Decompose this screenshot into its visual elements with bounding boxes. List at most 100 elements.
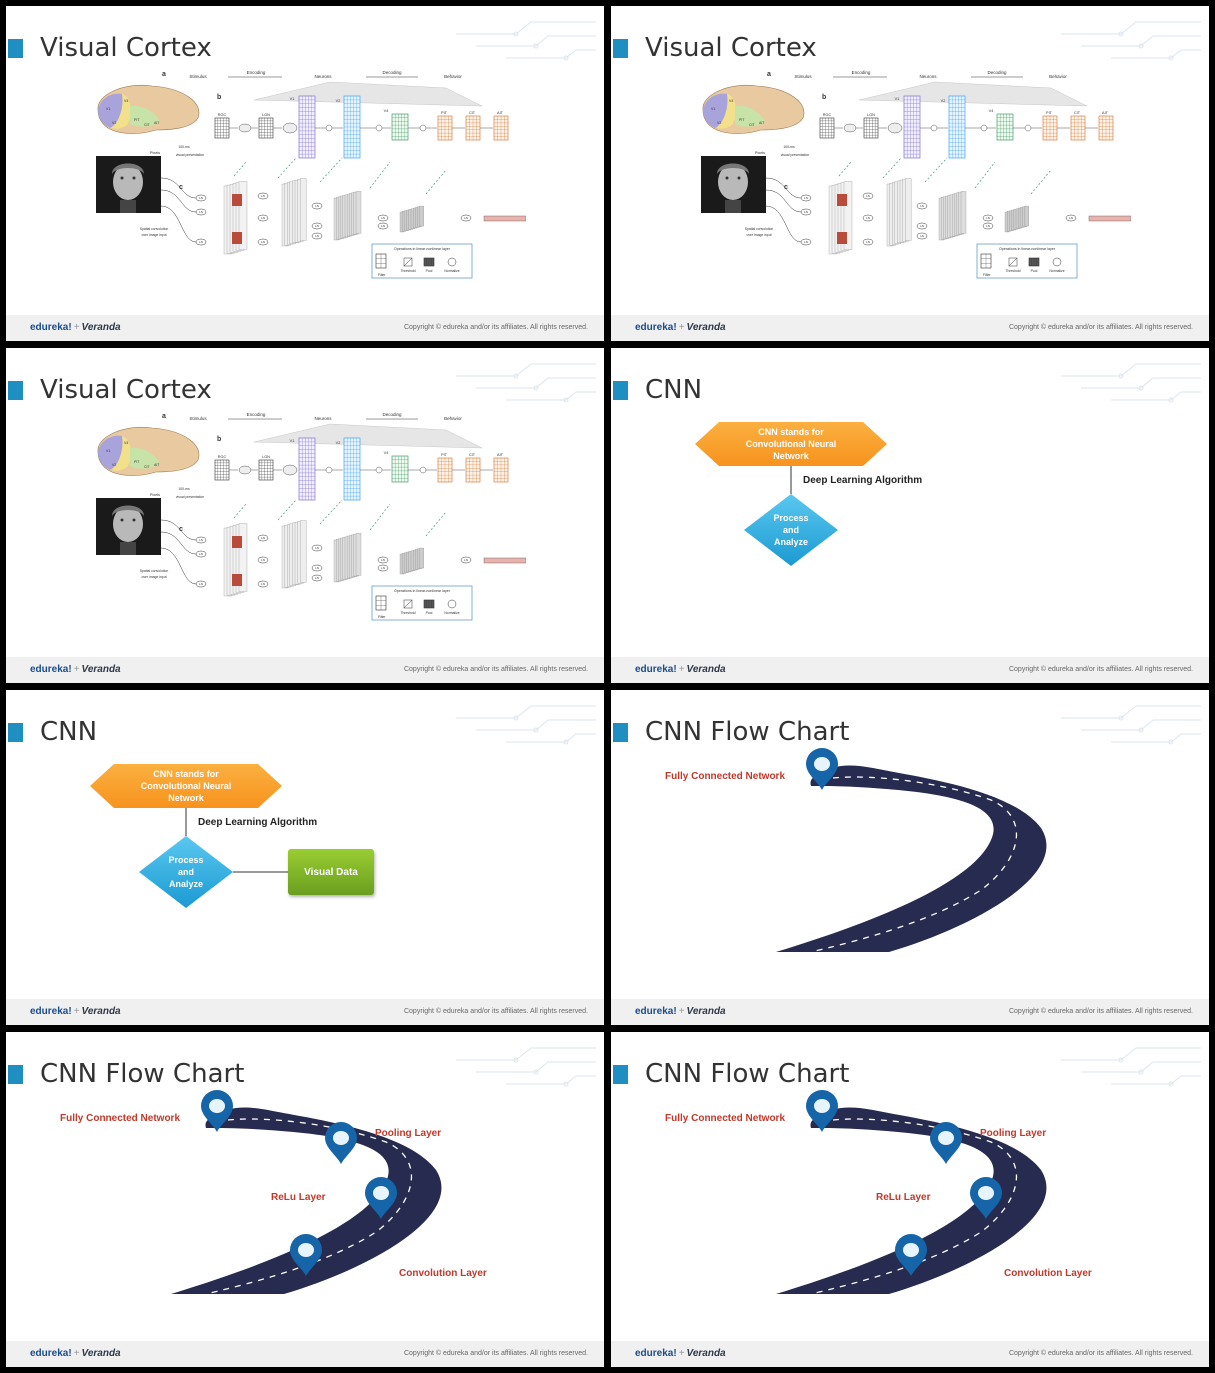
hexagon-label: CNN stands for Convolutional Neural Netw…	[745, 427, 837, 461]
sum-node-icon	[419, 466, 427, 474]
output-vector-icon	[483, 557, 526, 564]
ait-grid-icon	[1098, 115, 1114, 141]
ln-label: LN	[804, 196, 808, 200]
brand-logo: edureka!+Veranda	[30, 664, 121, 675]
presentation-label: 100-ms	[783, 145, 795, 149]
decoding-label: Decoding	[382, 412, 402, 417]
stimulus-label: Stimulus	[794, 74, 812, 79]
slide-flow-chart-1[interactable]: CNN Flow Chart Fully Connected Network e…	[611, 690, 1209, 1025]
pool-label: Pool	[426, 611, 433, 615]
output-vector-icon	[1088, 215, 1131, 222]
brain-cit-label: CIT	[749, 123, 756, 127]
slide-flow-chart-3[interactable]: CNN Flow Chart Fully Connected Network P…	[611, 1032, 1209, 1367]
cit-grid-icon	[465, 115, 481, 141]
kernel-highlight	[232, 574, 242, 586]
lgn-grid-icon	[258, 117, 274, 139]
ln-node-icon	[460, 214, 472, 222]
encoding-fan	[253, 423, 483, 449]
cnn-diagram	[90, 764, 288, 908]
lgn-label: LGN	[262, 113, 270, 117]
road-dashes	[810, 776, 1018, 953]
ln-node-icon	[257, 534, 269, 542]
mapping-arrow	[924, 157, 948, 183]
v1-label: V1	[290, 439, 295, 443]
slide-cnn-2[interactable]: CNN CNN stands for Convolutional Neural …	[6, 690, 604, 1025]
label-fully-connected: Fully Connected Network	[665, 1113, 786, 1124]
pool-icon	[423, 599, 435, 609]
conv-layer-3-icon	[938, 191, 967, 241]
ln-node-icon	[257, 556, 269, 564]
road-surface	[171, 1107, 442, 1294]
pool-icon	[1028, 257, 1040, 267]
process-diamond	[139, 836, 233, 908]
encoding-fan	[253, 81, 483, 107]
panel-a-label: a	[767, 71, 771, 78]
pool-label: Pool	[1031, 269, 1038, 273]
slide-cnn-1[interactable]: CNN CNN stands for Convolutional Neural …	[611, 348, 1209, 683]
mapping-arrow	[974, 161, 996, 189]
ln-label: LN	[920, 204, 924, 208]
presentation-label-2: visual presentation	[176, 495, 204, 499]
spatial-label-2: over image input	[746, 233, 771, 237]
ait-label: AIT	[497, 453, 504, 457]
brain-pit-label: PIT	[739, 118, 745, 122]
ln-node-icon	[377, 214, 389, 222]
brain-pit-label: PIT	[134, 460, 140, 464]
portrait-image	[701, 156, 766, 213]
sum-node-icon	[930, 124, 938, 132]
ln-label: LN	[866, 216, 870, 220]
brand-logo: edureka!+Veranda	[635, 664, 726, 675]
slide-footer: edureka!+Veranda Copyright © edureka and…	[6, 1341, 604, 1367]
title-accent-bar	[8, 381, 23, 400]
rgc-label: RGC	[218, 455, 227, 459]
ln-label: LN	[199, 210, 203, 214]
ln-label: LN	[261, 216, 265, 220]
mapping-arrow	[882, 157, 902, 179]
conv-layer-1-icon	[828, 181, 853, 255]
ln-node-icon	[377, 222, 389, 230]
input-line	[765, 189, 802, 213]
slide-title: CNN Flow Chart	[40, 1059, 245, 1089]
ln-label: LN	[199, 552, 203, 556]
conv-layer-1-icon	[223, 181, 248, 255]
brain-v2-label: V2	[112, 463, 116, 467]
brain-v4-label: V4	[729, 99, 733, 103]
spatial-label: Spatial convolution	[140, 569, 169, 573]
v1-grid-icon	[903, 95, 921, 159]
mapping-arrow	[233, 161, 247, 177]
operations-label: Operations in linear-nonlinear layer	[394, 589, 451, 593]
filter-icon	[375, 253, 387, 269]
filter-icon	[375, 595, 387, 611]
mapping-arrow	[369, 503, 391, 531]
ln-label: LN	[199, 538, 203, 542]
slide-title: CNN	[40, 717, 98, 747]
algorithm-label: Deep Learning Algorithm	[198, 817, 318, 828]
pit-grid-icon	[437, 115, 453, 141]
ln-label: LN	[261, 240, 265, 244]
sum-node-icon	[375, 124, 383, 132]
ln-node-icon	[195, 580, 207, 588]
ln-node-icon	[311, 544, 323, 552]
ln-label: LN	[381, 566, 385, 570]
input-line	[160, 519, 197, 541]
brain-v4-label: V4	[124, 441, 128, 445]
pool-label: Pool	[426, 269, 433, 273]
title-accent-bar	[613, 39, 628, 58]
mapping-arrow	[425, 511, 447, 537]
ln-node-icon	[800, 194, 812, 202]
road-surface	[776, 765, 1047, 952]
slide-footer: edureka!+Veranda Copyright © edureka and…	[611, 657, 1209, 683]
slide-flow-chart-2[interactable]: CNN Flow Chart Fully Connected Network P…	[6, 1032, 604, 1367]
ln-label: LN	[315, 224, 319, 228]
brain-icon	[97, 84, 200, 134]
kernel-highlight	[837, 194, 847, 206]
brain-v4-label: V4	[124, 99, 128, 103]
title-accent-bar	[8, 39, 23, 58]
copyright-text: Copyright © edureka and/or its affiliate…	[1008, 666, 1193, 673]
input-line	[765, 177, 802, 199]
